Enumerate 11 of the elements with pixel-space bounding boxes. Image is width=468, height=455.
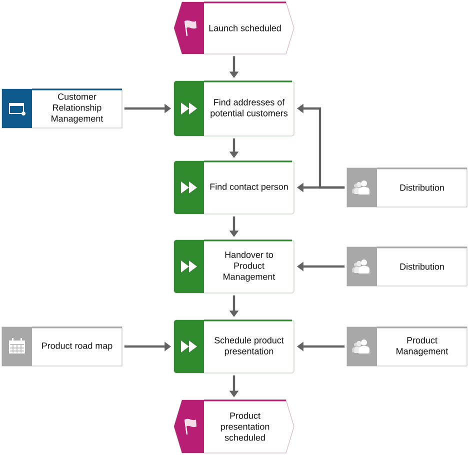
document-box: Product road map [2,326,122,366]
system-box: Customer Relationship Management [2,88,122,128]
event-hexagon: Product presentation scheduled [174,400,294,454]
process-box: Find contact person [174,160,294,214]
event-hexagon: Launch scheduled [174,2,294,54]
process-box: Schedule product presentation [174,320,294,374]
role-box: Distribution [346,168,468,208]
role-box: Product Management [346,326,468,366]
role-box: Distribution [346,246,468,286]
process-box: Handover to Product Management [174,240,294,294]
process-box: Find addresses of potential customers [174,80,294,136]
